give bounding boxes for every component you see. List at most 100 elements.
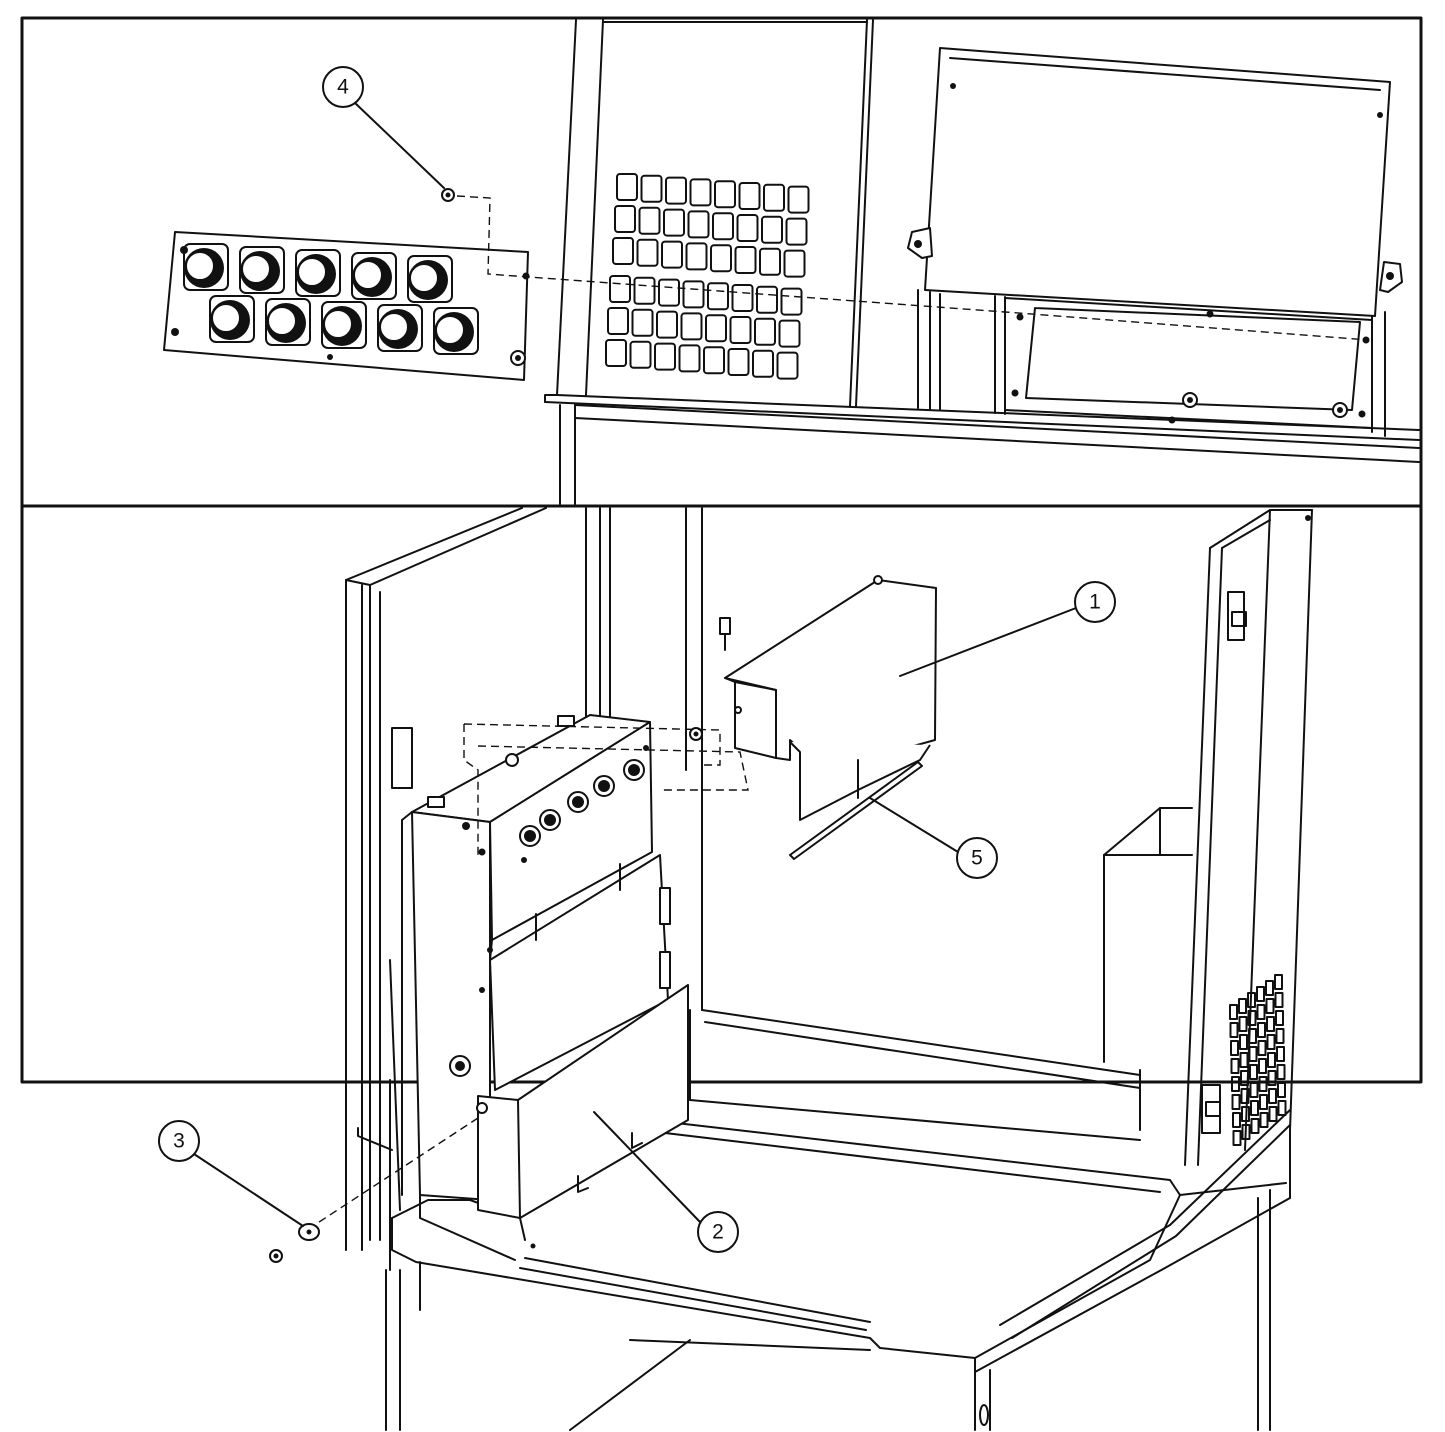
callout-3-label: 3 [173, 1130, 185, 1153]
vent-slot [1230, 1058, 1240, 1074]
cover-item-2 [419, 984, 689, 1261]
keypad-key [629, 340, 652, 369]
keypad-key [714, 180, 736, 209]
keypad-key [780, 287, 803, 316]
keypad-key [759, 247, 781, 276]
connector-plate [163, 231, 530, 381]
callout-5: 5 [869, 797, 998, 879]
vent-slot [1239, 1052, 1249, 1068]
vent-slot [1240, 1070, 1249, 1086]
keypad-key [734, 246, 757, 274]
vent-slot [1259, 1094, 1268, 1110]
vent-slot [1239, 1034, 1248, 1050]
keypad-key [754, 317, 776, 346]
keypad-key [605, 339, 627, 367]
keypad-key [678, 344, 701, 373]
keypad-key [680, 312, 703, 341]
cabinet-left-wall [345, 507, 547, 1251]
keypad-key [727, 348, 750, 376]
keypad-key [607, 307, 629, 335]
connector-face [185, 251, 215, 281]
vent-slot [1265, 998, 1275, 1014]
connector-face [323, 309, 353, 339]
keypad-key [631, 308, 654, 337]
vent-slot [1238, 998, 1247, 1014]
vent-slot [1257, 1040, 1267, 1056]
vent-slot [1238, 1016, 1248, 1032]
keypad-key [738, 182, 761, 210]
keypad-key [783, 249, 806, 278]
vent-slot [1275, 1028, 1285, 1044]
keypad-key [705, 314, 727, 343]
keypad-key [658, 278, 680, 307]
vent-slot [1277, 1082, 1286, 1098]
alignment-dashes [309, 723, 749, 1229]
callout-1: 1 [899, 581, 1116, 677]
box-connector-core [524, 830, 536, 842]
vent-slot [1241, 1106, 1250, 1122]
keypad-key [712, 212, 734, 241]
keypad-key [729, 316, 752, 344]
vent-slot [1241, 1124, 1251, 1140]
keypad-grid [605, 173, 810, 380]
vent-slot [1247, 992, 1256, 1008]
vent-slot [1277, 1100, 1287, 1116]
door-vent-grid [1229, 974, 1287, 1146]
connector-row-bottom [209, 295, 479, 355]
callout-5-label: 5 [971, 847, 983, 870]
vent-slot [1276, 1064, 1286, 1080]
callout-1-label: 1 [1089, 591, 1101, 614]
keypad-key [616, 173, 638, 201]
connector-face [241, 254, 271, 284]
vent-slot [1259, 1112, 1269, 1128]
keypad-key [638, 206, 661, 235]
keypad-key [665, 176, 687, 205]
cabinet-back [585, 507, 1141, 1131]
connector-row-top [183, 243, 453, 303]
vent-slot [1274, 992, 1284, 1008]
box-connector-core [598, 780, 610, 792]
vent-slot [1256, 1004, 1266, 1020]
keypad-key [682, 280, 705, 309]
keypad-key [787, 185, 810, 214]
bracket-item-1 [724, 575, 937, 821]
vent-slot [1268, 1106, 1278, 1122]
callout-2-label: 2 [712, 1221, 724, 1244]
vent-slot [1232, 1130, 1242, 1146]
vent-slot [1275, 1010, 1284, 1026]
access-window [907, 47, 1403, 437]
keypad-key [654, 342, 676, 371]
vent-slot [1229, 1004, 1238, 1020]
console-body [544, 19, 1420, 505]
keypad-key [656, 310, 678, 339]
box-connector-core [572, 796, 584, 808]
callout-3: 3 [158, 1120, 304, 1227]
connector-face [267, 306, 297, 336]
connector-face [297, 257, 327, 287]
vent-slot [1267, 1052, 1276, 1068]
vent-slot [1268, 1088, 1277, 1104]
cabinet-door [1184, 509, 1313, 1166]
vent-slot [1276, 1046, 1285, 1062]
bottom-panel [20, 504, 1423, 1431]
door-hinge-bottom [1201, 1084, 1221, 1134]
vent-slot [1258, 1076, 1268, 1092]
top-panel [20, 16, 1423, 508]
vent-slot [1265, 980, 1274, 996]
rear-component-box [1103, 807, 1193, 1063]
vent-slot [1257, 1022, 1266, 1038]
vent-slot [1249, 1082, 1259, 1098]
keypad-key [736, 214, 759, 242]
bracket-screw [689, 617, 731, 741]
box-connector-core [628, 764, 640, 776]
keypad-key [776, 351, 799, 380]
vent-slot [1231, 1076, 1240, 1092]
keypad-key [661, 240, 683, 269]
keypad-key [707, 282, 729, 311]
screw-item-4 [441, 188, 1369, 341]
vent-slot [1231, 1094, 1241, 1110]
vent-slot [1266, 1016, 1275, 1032]
keypad-key [687, 210, 710, 239]
callout-4: 4 [322, 66, 445, 189]
